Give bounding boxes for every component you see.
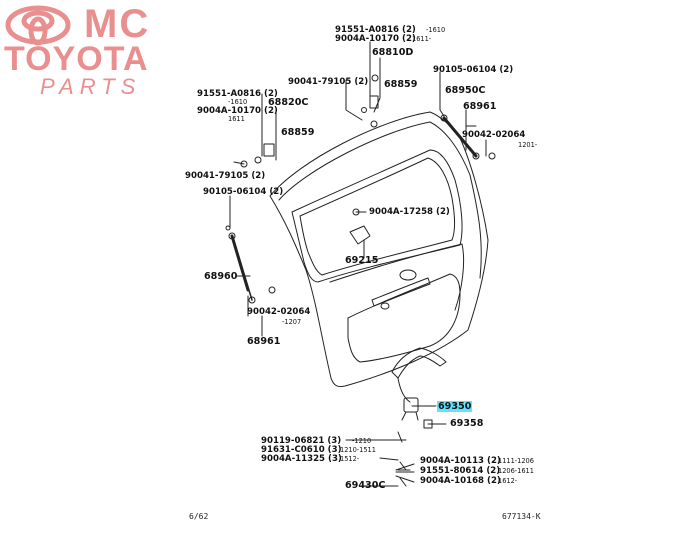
fastener xyxy=(268,286,276,294)
wiper-motor xyxy=(349,225,371,245)
note-91631: 1210-1511 xyxy=(340,446,376,454)
gas-strut-right xyxy=(442,116,478,158)
label-9004a-10168[interactable]: 9004A-10168 (2) xyxy=(420,476,501,486)
note-top-2: 1611- xyxy=(412,35,432,43)
label-90042-top[interactable]: 90042-02064 xyxy=(462,130,526,140)
label-91551-top[interactable]: 91551-A0816 (2) xyxy=(335,25,416,35)
camera-hole xyxy=(380,302,390,310)
note-left-1: -1610 xyxy=(228,98,248,106)
label-90119[interactable]: 90119-06821 (3) xyxy=(261,436,342,446)
label-69350[interactable]: 69350 xyxy=(437,401,473,412)
label-68820c[interactable]: 68820C xyxy=(268,97,309,108)
toyota-emblem-icon xyxy=(5,5,71,46)
weather-strip xyxy=(391,347,447,379)
label-9004a-10113[interactable]: 9004A-10113 (2) xyxy=(420,456,501,466)
label-9004a-top[interactable]: 9004A-10170 (2) xyxy=(335,34,416,44)
lock-assembly xyxy=(403,397,419,413)
note-top-1: -1610 xyxy=(426,26,446,34)
label-68950c[interactable]: 68950C xyxy=(445,85,486,96)
label-68960[interactable]: 68960 xyxy=(204,271,238,282)
label-68810d[interactable]: 68810D xyxy=(372,47,414,58)
footer-figure-code: 677134-K xyxy=(502,512,541,521)
label-90105-left[interactable]: 90105-06104 (2) xyxy=(203,187,284,197)
fastener xyxy=(370,120,378,128)
fastener xyxy=(240,160,248,168)
note-right: 1201- xyxy=(518,141,538,149)
label-91631[interactable]: 91631-C0610 (3) xyxy=(261,445,342,455)
fastener xyxy=(361,107,367,113)
label-9004a-17258[interactable]: 9004A-17258 (2) xyxy=(369,207,450,217)
label-90105-top[interactable]: 90105-06104 (2) xyxy=(433,65,514,75)
footer-page: 6/62 xyxy=(189,512,209,521)
fastener xyxy=(371,74,379,82)
note-10168: 1612- xyxy=(498,477,518,485)
license-plate-recess xyxy=(347,273,461,363)
fastener xyxy=(254,156,262,164)
logo-line-toyota: TOYOTA xyxy=(4,40,149,78)
label-68961-left[interactable]: 68961 xyxy=(247,336,281,347)
label-90042-left[interactable]: 90042-02064 xyxy=(247,307,311,317)
label-68859-left[interactable]: 68859 xyxy=(281,127,315,138)
back-door-outer-outline xyxy=(269,111,489,387)
highlighted-part-number: 69350 xyxy=(437,401,473,412)
back-door-inner-lower xyxy=(329,243,465,311)
label-90041-top[interactable]: 90041-79105 (2) xyxy=(288,77,369,87)
note-9004a-left: -1207 xyxy=(282,318,302,326)
label-68859-top[interactable]: 68859 xyxy=(384,79,418,90)
label-69358[interactable]: 69358 xyxy=(450,418,484,429)
hinge-left xyxy=(263,143,275,157)
note-left-2: 1611 xyxy=(228,115,245,123)
back-door-outer-edge xyxy=(278,121,482,279)
label-9004a-11325[interactable]: 9004A-11325 (3) xyxy=(261,454,342,464)
note-90119: -1210 xyxy=(352,437,372,445)
label-69215[interactable]: 69215 xyxy=(345,255,379,266)
emblem-opening xyxy=(399,269,417,281)
note-80614: 1206-1611 xyxy=(498,467,534,475)
handle-garnish xyxy=(371,277,431,307)
logo-line-mc: MC xyxy=(84,2,151,46)
label-9004a-left[interactable]: 9004A-10170 (2) xyxy=(197,106,278,116)
brand-logo: MC TOYOTA PARTS xyxy=(0,0,215,105)
logo-line-parts: PARTS xyxy=(40,74,142,99)
back-door-glass-inner xyxy=(299,157,456,276)
label-69430c[interactable]: 69430C xyxy=(345,480,386,491)
label-90041-left[interactable]: 90041-79105 (2) xyxy=(185,171,266,181)
label-91551-80614[interactable]: 91551-80614 (2) xyxy=(420,466,501,476)
label-68961-top[interactable]: 68961 xyxy=(463,101,497,112)
fastener xyxy=(225,225,231,231)
fastener xyxy=(488,152,496,160)
note-10113: 1111-1206 xyxy=(498,457,534,465)
note-11325: 1512- xyxy=(340,455,360,463)
label-91551-left[interactable]: 91551-A0816 (2) xyxy=(197,89,278,99)
